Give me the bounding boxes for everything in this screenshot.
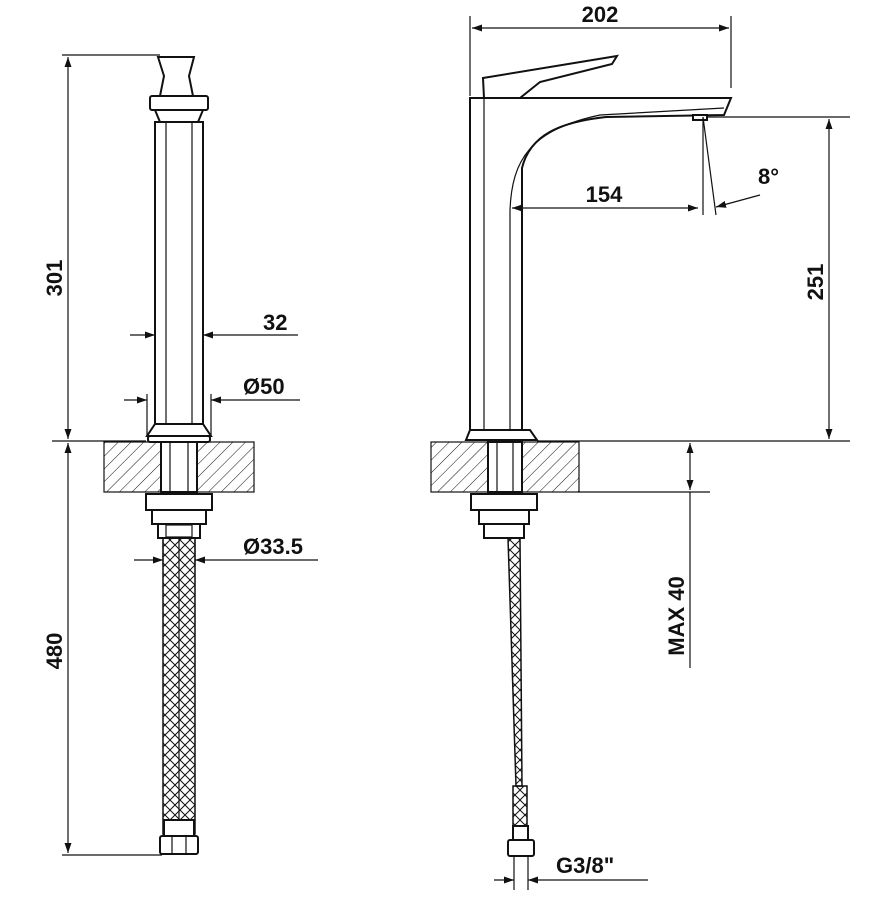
side-spout-body	[469, 97, 733, 431]
side-nut-lower	[483, 523, 525, 539]
dim-label-251: 251	[803, 264, 828, 301]
front-view: 301 480 32 Ø50 Ø33.5	[42, 54, 318, 856]
side-deck-right	[521, 441, 580, 493]
front-collar-taper	[153, 109, 205, 123]
front-deck-left	[103, 441, 162, 493]
side-hose	[507, 537, 523, 787]
side-hose-ferrule	[512, 825, 529, 841]
front-hose-ferrule	[163, 819, 195, 837]
side-deck-left	[430, 441, 489, 493]
front-base-flare	[145, 423, 213, 437]
dim-label-8deg: 8°	[758, 164, 779, 189]
side-shank	[487, 441, 523, 493]
front-handle-lever	[156, 56, 196, 97]
dim-label-max-40: MAX 40	[664, 576, 689, 655]
side-hose-nut	[507, 839, 535, 857]
side-base-flare	[464, 429, 539, 441]
front-deck-right	[196, 441, 255, 493]
dim-label-154: 154	[586, 182, 623, 207]
dim-label-202: 202	[582, 2, 619, 27]
front-nut	[151, 509, 207, 525]
side-aerator	[692, 114, 708, 121]
dim-label-480: 480	[42, 633, 67, 670]
front-nut-lower	[157, 523, 201, 539]
front-body-column	[154, 121, 204, 425]
front-hose-nut	[159, 835, 199, 855]
dim-label-32: 32	[263, 310, 287, 335]
side-view: 202 154 8° 251 MAX 40 G3/8"	[430, 2, 850, 890]
dim-label-d50: Ø50	[243, 374, 285, 399]
side-nut	[478, 509, 530, 525]
dim-label-d33-5: Ø33.5	[243, 534, 303, 559]
front-washer	[145, 493, 213, 511]
front-shank	[160, 441, 198, 493]
side-washer	[470, 493, 538, 511]
dim-label-g3-8: G3/8"	[556, 853, 614, 878]
dim-label-301: 301	[42, 260, 67, 297]
front-handle-collar	[149, 95, 209, 111]
side-lever	[481, 54, 620, 99]
